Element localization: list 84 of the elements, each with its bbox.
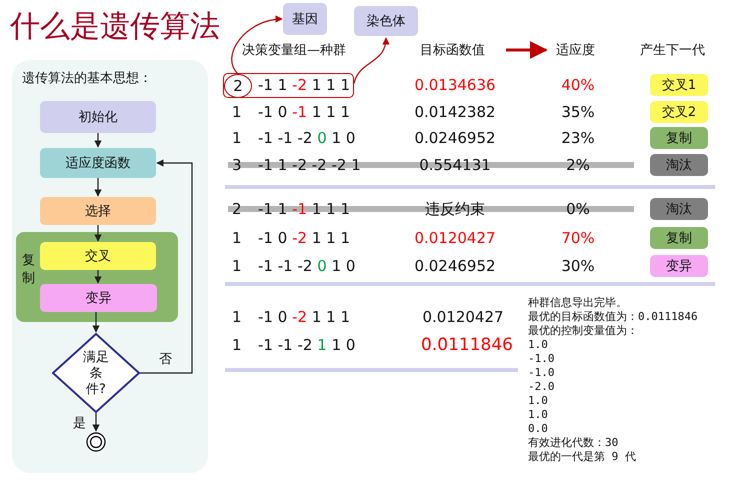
process-box: 选择 bbox=[40, 197, 156, 225]
table-cell: 1 bbox=[232, 256, 242, 276]
console-line: 最优的目标函数值为：0.0111846 bbox=[528, 310, 698, 323]
group-label: 复制 bbox=[22, 252, 36, 288]
table-cell: -1 -1 -2 0 1 0 bbox=[258, 256, 356, 276]
table-cell-text: 0.0120427 bbox=[413, 228, 497, 248]
table-cell-text: 0.0142382 bbox=[413, 102, 497, 122]
console-line: 种群信息导出完毕。 bbox=[528, 296, 627, 309]
table-cell: -1 1 -2 -2 -2 1 bbox=[258, 155, 361, 175]
edge-label: 否 bbox=[158, 350, 173, 368]
console-line: -2.0 bbox=[528, 380, 554, 393]
title: 什么是遗传算法 bbox=[10, 8, 220, 46]
term-box: 基因 bbox=[283, 3, 327, 35]
flowchart-panel bbox=[12, 60, 208, 473]
term-box: 染色体 bbox=[354, 6, 418, 36]
table-cell: -1 0 -2 1 1 1 bbox=[258, 307, 350, 327]
table-cell: -1 -1 -2 1 1 0 bbox=[258, 335, 356, 355]
column-header: 产生下一代 bbox=[640, 42, 705, 60]
table-cell: 1 bbox=[232, 102, 242, 122]
table-cell-text: 40% bbox=[560, 75, 596, 95]
table-cell: 1 bbox=[232, 128, 242, 148]
table-cell: 1 bbox=[232, 307, 242, 327]
arrow bbox=[140, 159, 193, 374]
table-cell-text: 0.0246952 bbox=[413, 256, 497, 276]
console-line: 0.0 bbox=[528, 422, 548, 435]
arrow bbox=[506, 41, 548, 59]
column-header: 目标函数值 bbox=[420, 41, 500, 61]
arrow bbox=[92, 413, 100, 432]
table-cell: 1 bbox=[232, 228, 242, 248]
process-box: 变异 bbox=[40, 284, 157, 312]
edge-label: 是 bbox=[72, 414, 87, 432]
process-box: 适应度函数 bbox=[40, 148, 156, 178]
process-box: 交叉 bbox=[40, 242, 156, 270]
operation-tag: 交叉2 bbox=[650, 101, 708, 123]
arrow bbox=[231, 16, 283, 74]
column-header: 适应度 bbox=[556, 41, 616, 61]
table-cell-text: 0% bbox=[565, 199, 591, 219]
console-line: 最优的控制变量值为： bbox=[528, 324, 638, 337]
arrow bbox=[94, 225, 102, 242]
operation-tag: 淘汰 bbox=[650, 154, 708, 176]
table-cell: 1 bbox=[232, 335, 242, 355]
console-line: 1.0 bbox=[528, 338, 548, 351]
operation-tag: 复制 bbox=[650, 227, 708, 249]
arrow bbox=[94, 178, 102, 197]
console-line: 1.0 bbox=[528, 408, 548, 421]
table-cell-text: 30% bbox=[560, 256, 596, 276]
operation-tag: 复制 bbox=[650, 127, 708, 149]
gene-values: -1 1 -2 1 1 1 bbox=[258, 75, 350, 95]
table-cell-text: 违反约束 bbox=[424, 199, 486, 219]
chromosome-outline bbox=[223, 73, 354, 98]
operation-tag: 变异 bbox=[650, 255, 708, 277]
process-box: 初始化 bbox=[40, 101, 156, 133]
console-line: 有效进化代数：30 bbox=[528, 436, 618, 449]
table-cell-text: 0.0120427 bbox=[421, 307, 505, 327]
operation-tag: 交叉1 bbox=[650, 74, 708, 96]
decision-diamond: 满足条件? bbox=[52, 333, 140, 413]
table-cell-text: 0.0246952 bbox=[413, 128, 497, 148]
arrow bbox=[94, 133, 102, 148]
table-cell-text: 70% bbox=[560, 228, 596, 248]
table-cell-text: 0.554131 bbox=[418, 155, 492, 175]
end-circle bbox=[86, 432, 106, 452]
table-cell: 3 bbox=[232, 155, 242, 175]
arrow bbox=[92, 312, 100, 333]
table-cell-text: 2% bbox=[565, 155, 591, 175]
console-line: -1.0 bbox=[528, 366, 554, 379]
operation-tag: 淘汰 bbox=[650, 198, 708, 220]
gene-circle: 2 bbox=[224, 74, 252, 98]
table-cell: -1 0 -1 1 1 1 bbox=[258, 102, 350, 122]
console-line: 1.0 bbox=[528, 394, 548, 407]
group-box bbox=[16, 232, 178, 322]
table-cell-text: 23% bbox=[560, 128, 596, 148]
console-line: 最优的一代是第 9 代 bbox=[528, 450, 636, 463]
table-cell-text: 0.0134636 bbox=[413, 75, 497, 95]
table-cell: -1 0 -2 1 1 1 bbox=[258, 228, 350, 248]
panel-heading: 遗传算法的基本思想： bbox=[22, 70, 152, 87]
table-cell-text: 35% bbox=[560, 102, 596, 122]
console-line: -1.0 bbox=[528, 352, 554, 365]
arrow bbox=[353, 37, 389, 84]
arrow bbox=[94, 270, 102, 284]
table-cell: -1 1 -1 1 1 1 bbox=[258, 199, 350, 219]
table-cell: -1 -1 -2 0 1 0 bbox=[258, 128, 356, 148]
table-cell: 2 bbox=[232, 199, 242, 219]
table-cell-text: 0.0111846 bbox=[420, 335, 514, 355]
column-header: 决策变量组—种群 bbox=[242, 42, 346, 60]
